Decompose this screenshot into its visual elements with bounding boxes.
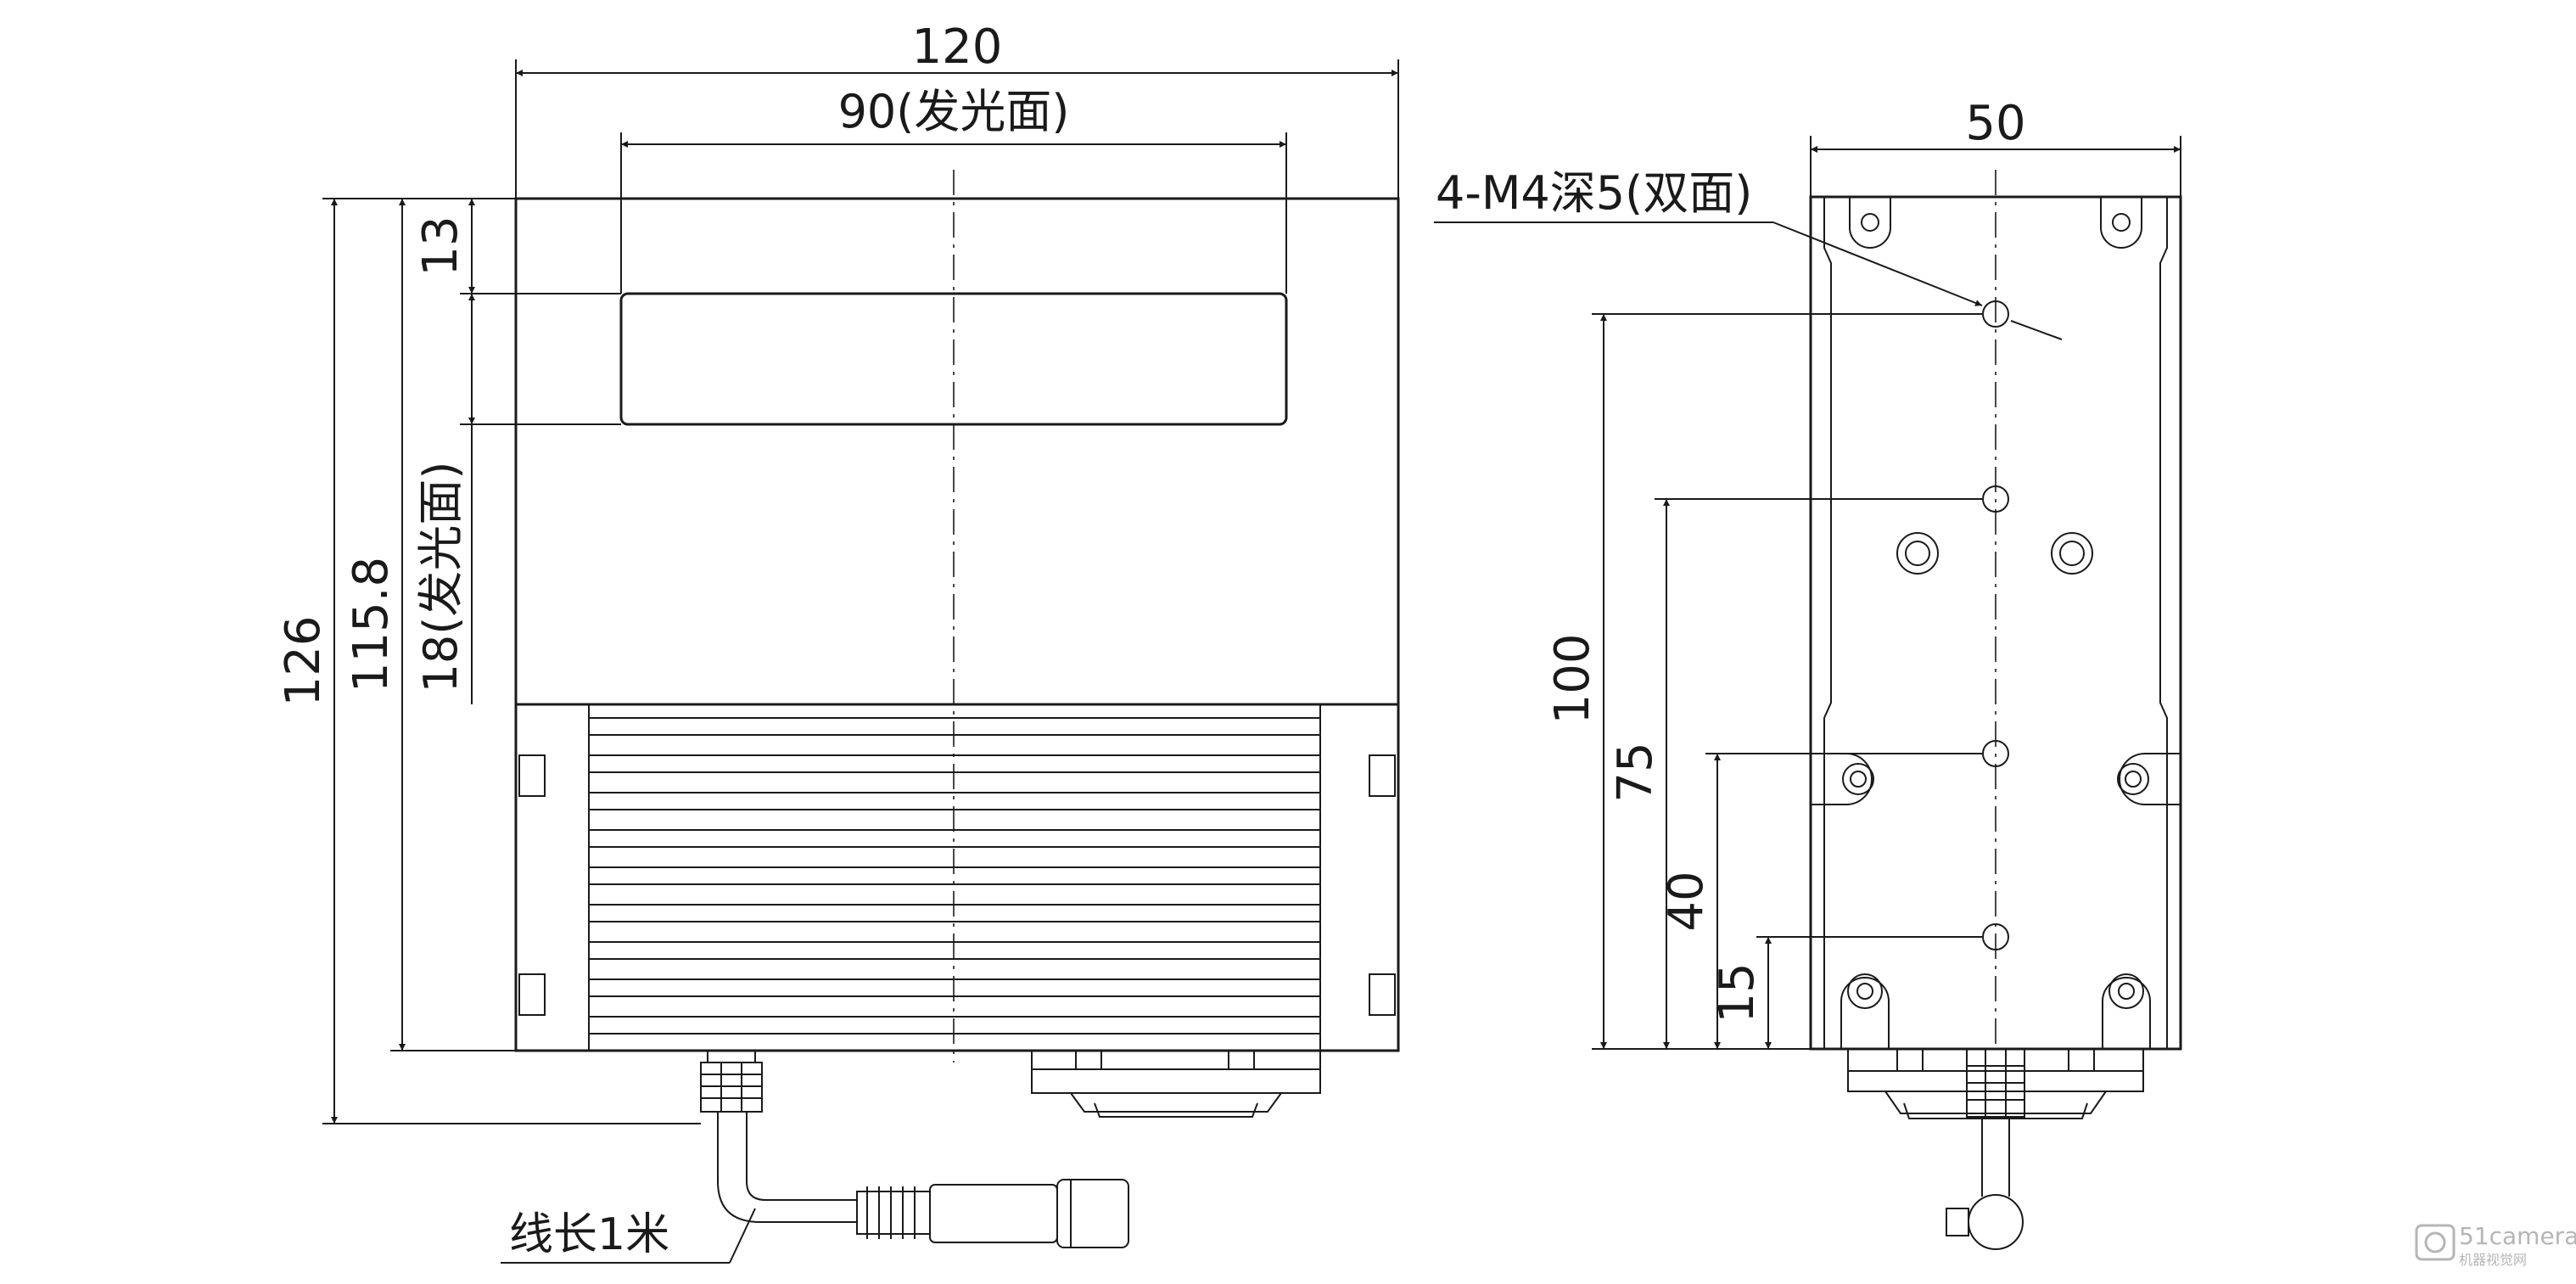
side-ear-top-left — [1849, 197, 1891, 249]
side-ear-bottom-left — [1840, 973, 1890, 1049]
watermark-text: 51camera — [2459, 1222, 2576, 1250]
side-ear-bottom-right — [2102, 973, 2151, 1049]
front-view: 120 90(发光面) 126 115.8 13 18(发光面) 线长1米 — [276, 20, 1400, 1264]
dim-120-label: 120 — [912, 20, 1003, 75]
dim-15-label: 15 — [1710, 962, 1765, 1023]
right-clip-lower — [1369, 973, 1396, 1016]
side-rail-left — [1823, 197, 1832, 1049]
dim-115-8-label: 115.8 — [344, 557, 399, 692]
dim-40-label: 40 — [1659, 871, 1714, 931]
dim-13-label: 13 — [413, 216, 468, 276]
cable-gland — [700, 1050, 763, 1113]
hole-callout-label: 4-M4深5(双面) — [1436, 166, 1752, 220]
side-rail-right — [2159, 197, 2168, 1049]
front-mount-bracket — [1031, 1050, 1321, 1118]
cable-connector — [856, 1179, 1129, 1248]
side-cable-gland — [1946, 1048, 2025, 1250]
left-clip-upper — [518, 754, 546, 797]
heatsink-block — [588, 704, 1321, 1051]
dim-90-label: 90(发光面) — [838, 85, 1070, 138]
right-clip-upper — [1369, 754, 1396, 797]
watermark-logo: 51camera 机器视觉网 — [2415, 1222, 2576, 1268]
cable-length-label: 线长1米 — [509, 1209, 669, 1260]
dim-18-label: 18(发光面) — [414, 462, 468, 693]
side-ear-mid-left — [1811, 753, 1874, 805]
side-view: 50 4-M4深5(双面) 100 75 40 15 — [1434, 96, 2182, 1250]
heatsink-fins — [589, 717, 1320, 1034]
counterbore-left — [1896, 532, 1939, 575]
dim-75-label: 75 — [1608, 742, 1663, 802]
dim-50-label: 50 — [1965, 96, 2025, 151]
dim-126-label: 126 — [276, 616, 331, 707]
side-ear-mid-right — [2117, 753, 2181, 805]
cable — [717, 1112, 857, 1223]
side-ear-top-right — [2100, 197, 2142, 249]
side-mount-bracket — [1847, 1048, 2144, 1119]
side-housing — [1809, 195, 2182, 1051]
hole-leader-diagonal — [1772, 221, 1983, 306]
cable-outer — [746, 1112, 857, 1201]
front-housing — [514, 197, 1400, 1052]
counterbore-right — [2051, 532, 2093, 575]
left-clip-lower — [518, 973, 546, 1016]
dim-100-label: 100 — [1545, 634, 1600, 725]
watermark-subtext: 机器视觉网 — [2459, 1252, 2527, 1268]
